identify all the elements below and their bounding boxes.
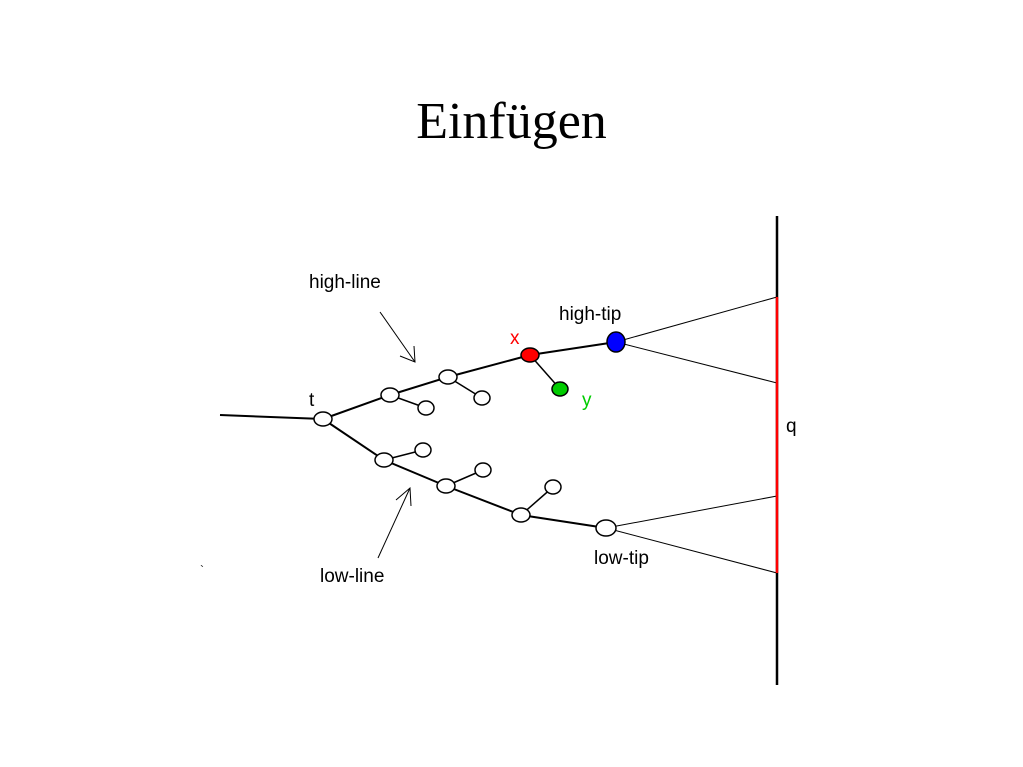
fan-line <box>615 296 778 343</box>
node <box>473 390 491 406</box>
label-high-tip: high-tip <box>559 304 621 325</box>
label-t: t <box>309 390 315 411</box>
node-x <box>520 347 540 363</box>
high-line-path <box>322 341 617 420</box>
fan-line <box>605 527 778 574</box>
label-y: y <box>582 390 592 411</box>
node <box>380 387 400 403</box>
node <box>438 369 458 385</box>
node <box>511 507 531 523</box>
node <box>417 400 435 416</box>
high-line-arrow <box>379 311 416 363</box>
stem-line <box>219 414 324 420</box>
high-line-arrowhead <box>399 345 416 363</box>
node-y <box>551 381 569 397</box>
node <box>374 452 394 468</box>
node <box>414 442 432 458</box>
label-low-tip: low-tip <box>594 548 649 569</box>
label-q: q <box>786 416 797 437</box>
low-line-path <box>322 418 607 529</box>
label-x: x <box>510 328 520 349</box>
fan-line <box>615 341 778 384</box>
node <box>544 479 562 495</box>
label-high-line: high-line <box>309 272 381 293</box>
node <box>474 462 492 478</box>
low-line-arrow <box>377 487 411 559</box>
node-low-tip <box>595 519 617 537</box>
low-line-arrowhead <box>395 486 412 507</box>
slide-title: Einfügen <box>416 93 607 150</box>
node-t <box>313 411 333 427</box>
fan-line <box>605 495 778 529</box>
label-low-line: low-line <box>320 566 384 587</box>
node-high-tip <box>606 331 626 353</box>
stray-mark: ` <box>200 563 204 577</box>
node <box>436 478 456 494</box>
